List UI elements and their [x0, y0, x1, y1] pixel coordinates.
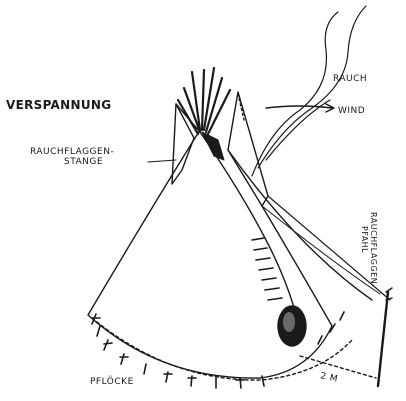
cover-bottom-edge — [92, 318, 352, 380]
label-rauchflaggen-pfahl-line1: RAUCHFLAGGEN- — [369, 212, 378, 288]
smoke-lines — [252, 6, 366, 176]
label-wind: WIND — [338, 106, 365, 116]
right-smoke-flap — [228, 92, 268, 206]
front-seam — [200, 132, 300, 330]
lacing-pins — [252, 238, 282, 300]
guy-line — [228, 150, 372, 300]
label-rauchflaggen-stange-line1: RAUCHFLAGGEN- — [30, 147, 114, 157]
wind-arrow — [266, 104, 334, 112]
label-rauchflaggen-pfahl-line2: PFAHL — [360, 212, 369, 288]
flap-stake — [378, 292, 388, 386]
label-rauchflaggen-stange: RAUCHFLAGGEN- STANGE — [30, 147, 114, 168]
rauchstange-leader — [148, 160, 176, 162]
diagram-title: VERSPANNUNG — [6, 99, 111, 113]
label-rauchflaggen-pfahl: RAUCHFLAGGEN- PFAHL — [360, 212, 378, 288]
label-pfloecke: PFLÖCKE — [90, 377, 134, 387]
label-rauchflaggen-stange-line2: STANGE — [30, 157, 114, 167]
tipi-poles — [178, 68, 230, 134]
label-rauch: RAUCH — [333, 74, 367, 84]
smoke-hole — [202, 132, 224, 160]
